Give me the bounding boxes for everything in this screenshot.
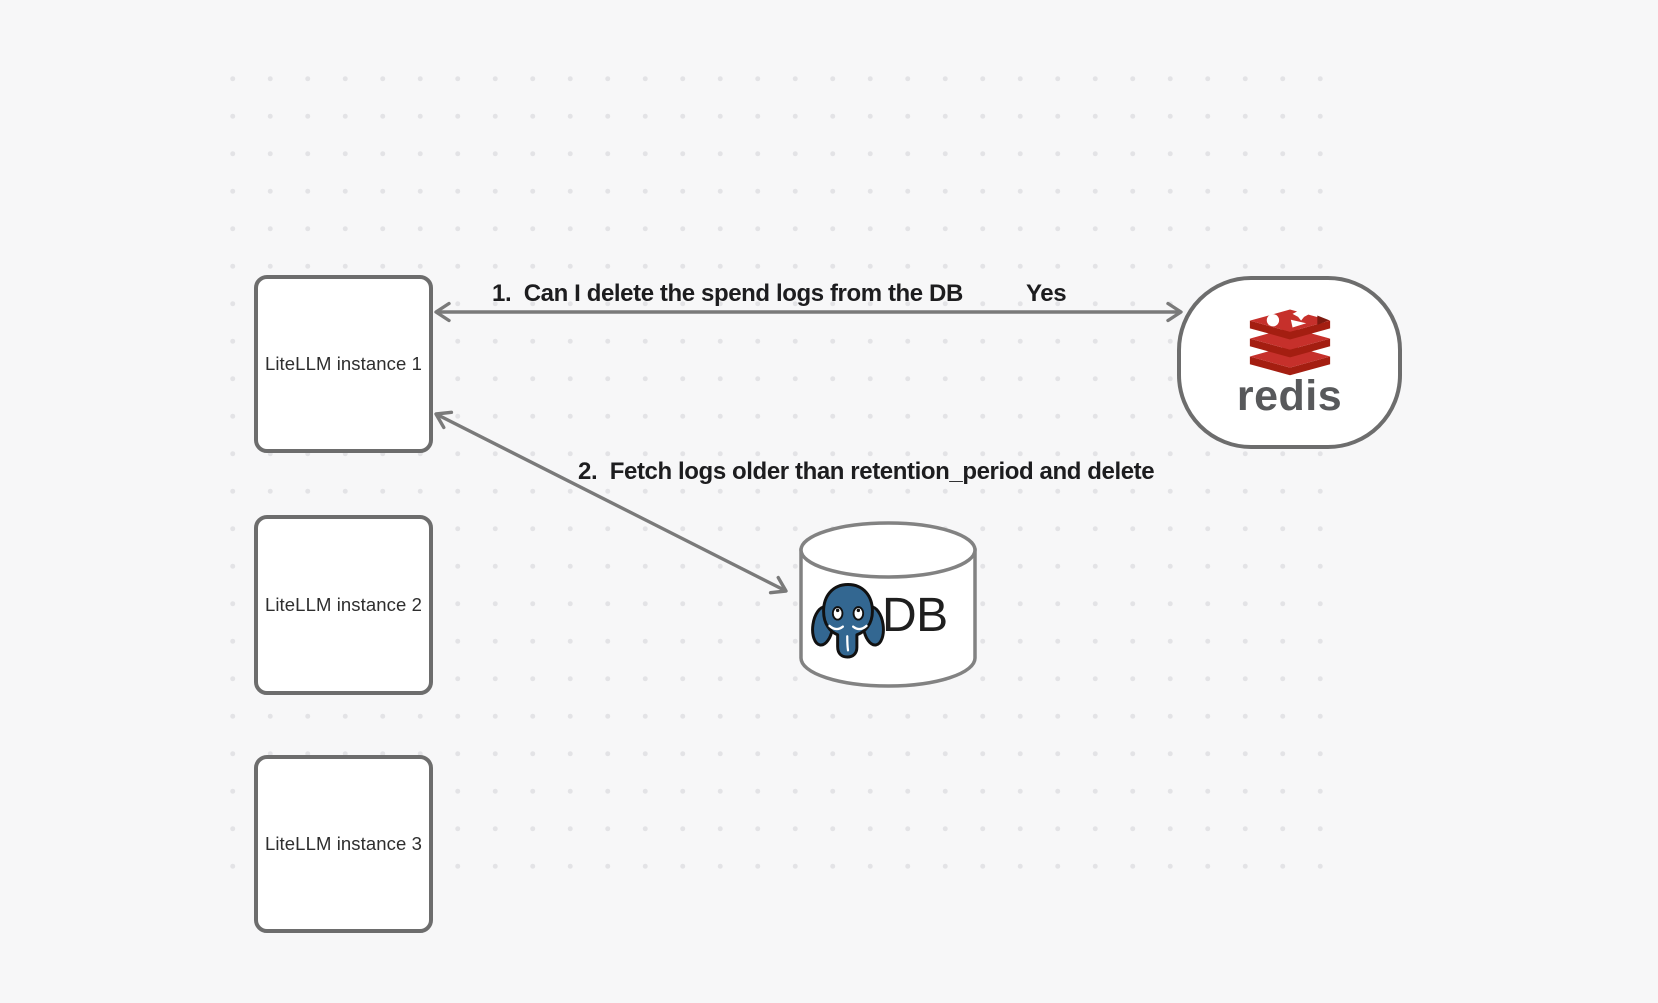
redis-wordmark: redis: [1236, 372, 1343, 420]
node-redis: redis: [1177, 276, 1402, 449]
node-litellm-instance-3: LiteLLM instance 3: [254, 755, 433, 933]
node-database: DB: [798, 520, 978, 688]
node-litellm-instance-1-label: LiteLLM instance 1: [264, 353, 423, 374]
node-litellm-instance-3-label: LiteLLM instance 3: [264, 833, 423, 854]
node-litellm-instance-2-label: LiteLLM instance 2: [264, 594, 423, 615]
edge-2-arrow: [434, 410, 788, 595]
redis-cube-stack-icon: [1249, 307, 1330, 376]
postgresql-elephant-icon: [811, 583, 885, 659]
node-litellm-instance-2: LiteLLM instance 2: [254, 515, 433, 695]
edge-2-label: 2. Fetch logs older than retention_perio…: [578, 458, 1155, 485]
node-litellm-instance-1: LiteLLM instance 1: [254, 275, 433, 453]
database-label: DB: [882, 589, 948, 642]
edge-1-response-label: Yes: [1026, 280, 1067, 307]
edge-1-label: 1. Can I delete the spend logs from the …: [492, 280, 963, 307]
